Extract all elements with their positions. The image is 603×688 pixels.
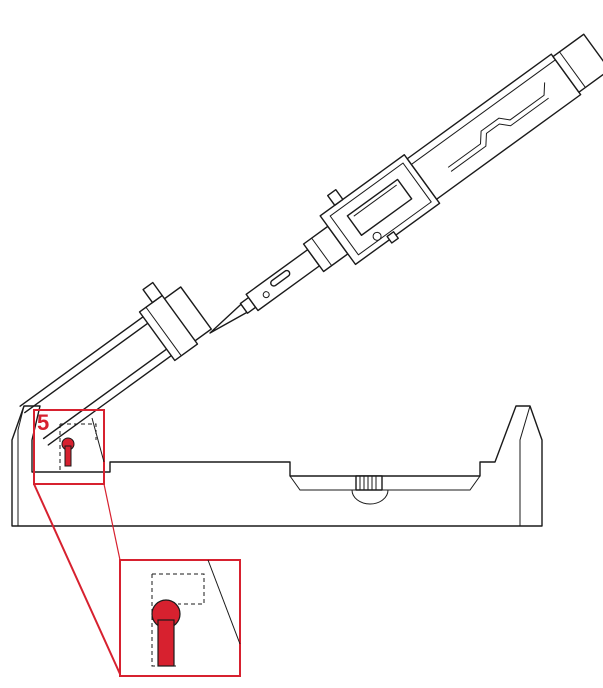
callout-box — [33, 409, 105, 485]
keyhole-slot-icon — [151, 599, 181, 667]
zoom-detail-box — [119, 559, 241, 677]
stand-base-icon — [11, 405, 543, 527]
step-number-label: 5 — [37, 410, 50, 435]
keyhole-slot-icon — [61, 437, 75, 467]
zoom-connector — [33, 483, 121, 675]
soldering-iron-icon — [209, 33, 603, 334]
stand-holder-icon — [19, 281, 212, 446]
